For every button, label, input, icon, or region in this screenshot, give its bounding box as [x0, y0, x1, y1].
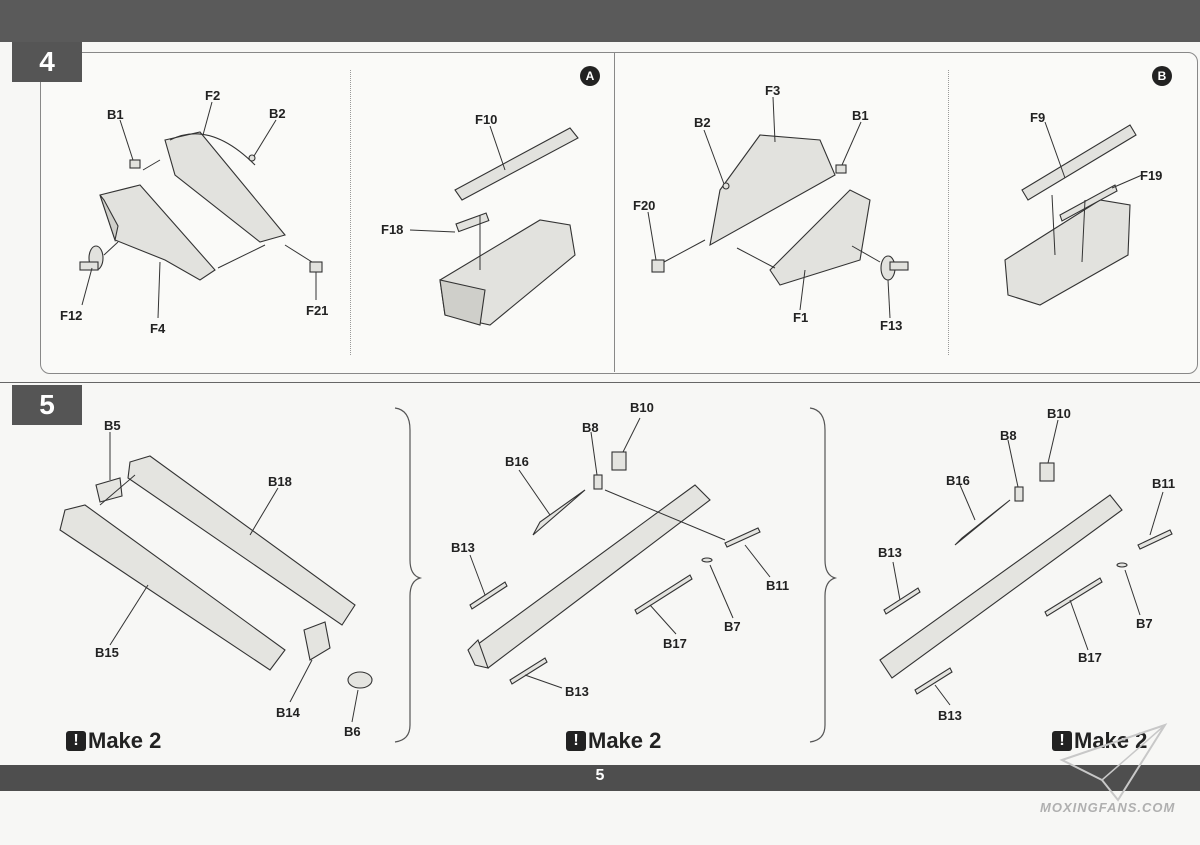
label-b7: B7	[724, 619, 741, 634]
label-f2: F2	[205, 88, 221, 103]
brace-divider	[394, 407, 423, 743]
label-b1: B1	[852, 108, 869, 123]
label-f9: F9	[1030, 110, 1046, 125]
part-b16-right	[954, 499, 1011, 546]
label-b7: B7	[1136, 616, 1153, 631]
step4-panel-divider	[614, 52, 615, 372]
label-b6: B6	[344, 724, 361, 739]
label-f10: F10	[475, 112, 498, 127]
part-b1	[129, 159, 141, 169]
step5-top-rule	[0, 382, 1200, 383]
part-b1-right	[835, 164, 847, 174]
part-b13-mid-bot	[509, 657, 548, 685]
label-b1: B1	[107, 107, 124, 122]
label-b11: B11	[766, 578, 790, 593]
callout-b-badge: B	[1152, 66, 1172, 86]
label-b13: B13	[938, 708, 962, 723]
label-b16: B16	[505, 454, 529, 469]
step-number-5: 5	[12, 385, 82, 425]
warning-icon: !	[566, 731, 586, 751]
part-b15	[59, 504, 286, 671]
footer-bar	[0, 765, 1200, 791]
part-b14	[303, 621, 331, 661]
part-b10-mid	[611, 451, 627, 471]
make-2-text: Make 2	[88, 728, 162, 753]
part-b16-mid	[532, 489, 586, 536]
callout-a-badge: A	[580, 66, 600, 86]
label-b10: B10	[1047, 406, 1071, 421]
label-f20: F20	[633, 198, 656, 213]
step-number-4: 4	[12, 42, 82, 82]
part-b13-right-bot	[914, 667, 953, 695]
part-f1	[769, 189, 871, 286]
label-f4: F4	[150, 321, 166, 336]
part-b13-right-top	[883, 587, 921, 615]
dotted-divider	[350, 70, 351, 355]
label-f12: F12	[60, 308, 83, 323]
label-b16: B16	[946, 473, 970, 488]
part-b8-mid	[593, 474, 603, 490]
label-b14: B14	[276, 705, 300, 720]
label-f1: F1	[793, 310, 809, 325]
label-b18: B18	[268, 474, 292, 489]
paper-plane-icon	[1059, 723, 1168, 802]
make-2-text: Make 2	[1074, 728, 1148, 753]
part-b17-mid	[634, 574, 693, 615]
label-b13: B13	[878, 545, 902, 560]
warning-icon: !	[1052, 731, 1072, 751]
label-f19: F19	[1140, 168, 1163, 183]
label-f18: F18	[381, 222, 404, 237]
label-b8: B8	[582, 420, 599, 435]
label-b13: B13	[565, 684, 589, 699]
label-b2: B2	[269, 106, 286, 121]
make-2-note: ! Make 2	[566, 728, 661, 754]
warning-icon: !	[66, 731, 86, 751]
page-number: 5	[595, 767, 605, 784]
make-2-note: ! Make 2	[1052, 728, 1172, 754]
part-b11-mid	[724, 527, 761, 548]
part-b10-right	[1039, 462, 1055, 482]
part-b17-right	[1044, 577, 1103, 617]
part-b6	[347, 671, 373, 689]
part-b18	[127, 455, 356, 626]
part-f19	[1059, 184, 1118, 222]
dotted-divider	[948, 70, 949, 355]
brace-divider	[809, 407, 838, 743]
make-2-note: ! Make 2	[66, 728, 161, 754]
label-b17: B17	[1078, 650, 1102, 665]
part-b13-mid-top	[469, 581, 508, 610]
label-b15: B15	[95, 645, 119, 660]
label-b2: B2	[694, 115, 711, 130]
top-header-bar	[0, 0, 1200, 42]
part-b5	[95, 477, 123, 503]
part-b7-mid	[701, 557, 713, 563]
watermark-text: MOXINGFANS.COM	[1040, 800, 1176, 815]
label-b13: B13	[451, 540, 475, 555]
part-b2	[248, 154, 256, 162]
part-f20	[651, 259, 665, 273]
label-f13: F13	[880, 318, 903, 333]
label-f3: F3	[765, 83, 781, 98]
part-f10	[454, 127, 579, 201]
make-2-text: Make 2	[588, 728, 662, 753]
part-b8-right	[1014, 486, 1024, 502]
part-f9	[1021, 124, 1137, 201]
label-f21: F21	[306, 303, 329, 318]
part-b11-right	[1137, 529, 1173, 550]
label-b11: B11	[1152, 476, 1176, 491]
label-b5: B5	[104, 418, 121, 433]
label-b17: B17	[663, 636, 687, 651]
part-f18	[455, 212, 490, 233]
part-b2-right	[722, 182, 730, 190]
label-b10: B10	[630, 400, 654, 415]
missile-right-body	[879, 494, 1123, 679]
part-b7-right	[1116, 562, 1128, 568]
label-b8: B8	[1000, 428, 1017, 443]
part-f3	[709, 134, 836, 247]
